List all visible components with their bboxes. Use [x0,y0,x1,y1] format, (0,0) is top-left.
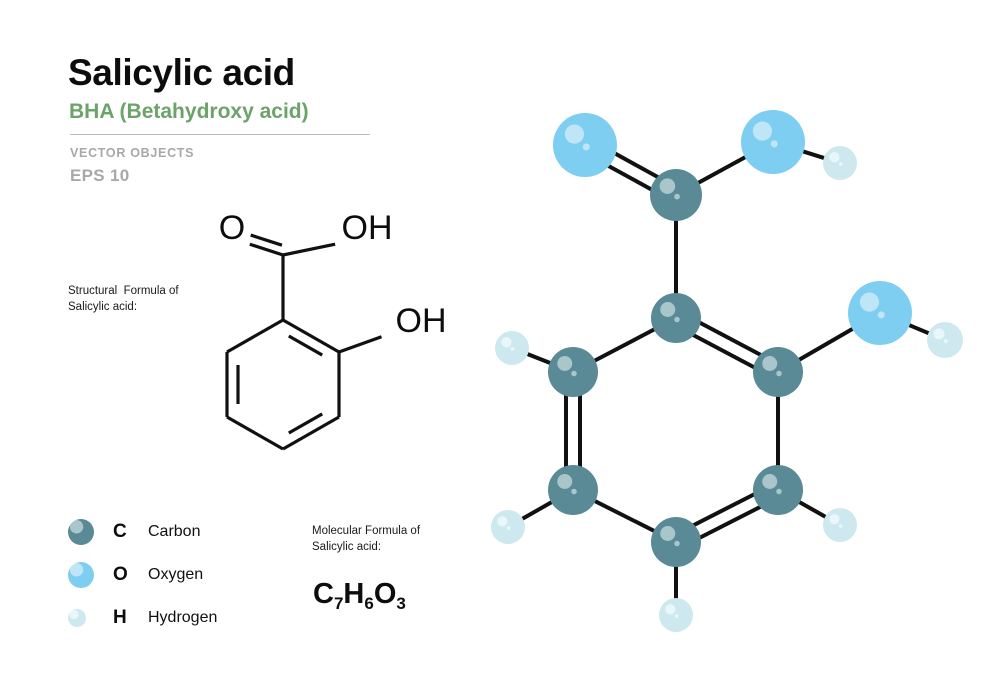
phenol-hydrogen-highlight-dot [943,339,948,344]
carbonyl-oxygen-atom[interactable] [553,113,617,177]
legend-symbol-carbon: C [113,520,127,542]
ring-hydrogen-c3-atom[interactable] [823,508,857,542]
ring-carbon-c1-highlight [660,302,676,317]
ring-carbon-c3-highlight-dot [776,488,782,495]
ring-carbon-c5-atom[interactable] [548,465,598,515]
ring-hydrogen-c5-atom[interactable] [491,510,525,544]
bond-carboxyl-double-b [250,233,283,247]
legend-label-carbon: Carbon [148,522,201,540]
legend-label-hydrogen: Hydrogen [148,608,218,626]
molecular-formula: C7H6O3 [313,578,406,613]
bond-c2-o3 [791,323,861,366]
ring-carbon-c3-atom[interactable] [753,465,803,515]
hydroxyl-oxygen-highlight [752,121,773,141]
ring-hydrogen-c4-atom[interactable] [659,598,693,632]
carboxyl-carbon-highlight-dot [674,193,680,200]
bond-c7-o2 [690,151,753,189]
ring-carbon-c6-atom[interactable] [548,347,598,397]
ring-inner-bond-1 [287,334,324,357]
ring-hydrogen-c5-highlight [497,516,508,527]
carboxyl-carbon-atom[interactable] [650,169,702,221]
carboxyl-carbon-highlight [659,178,676,194]
page-title: Salicylic acid [68,52,295,93]
bond-c4-c5 [587,495,662,537]
ring-carbon-c2-highlight [762,356,778,371]
eps-version-label: EPS 10 [70,166,130,185]
bond-ring-to-phenol-oh [338,335,383,354]
ring-hydrogen-c3-highlight-dot [838,524,843,528]
formula-element-h: H [343,578,365,610]
bond-c6-c1 [587,324,662,366]
hydroxyl-oxygen-highlight-dot [770,140,778,148]
phenol-hydrogen-highlight [933,328,945,340]
hydroxyl-hydrogen-highlight [829,152,840,163]
ring-carbon-c3-highlight [762,474,778,489]
page-subtitle: BHA (Betahydroxy acid) [69,100,309,123]
ring-carbon-c2-highlight-dot [776,370,782,377]
bond-c7-o1-line-1 [608,148,665,182]
phenol-oxygen-highlight-dot [877,311,885,319]
ring-hydrogen-c5-highlight-dot [506,526,511,530]
carbon-atom-swatch-icon [68,518,94,545]
phenol-oxygen-atom[interactable] [848,281,912,345]
ring-carbon-c4-highlight-dot [674,540,680,547]
ring-carbon-c1-highlight-dot [674,316,680,323]
bond-c1-c2-line-1 [686,330,761,372]
bond-c3-c4-line-1 [687,489,761,530]
formula-element-c: C [313,578,334,610]
bond-c7-o1-line-2 [601,160,658,195]
ring-carbon-c4-atom[interactable] [651,517,701,567]
ring-carbon-c5-highlight-dot [571,488,577,495]
ring-bond-0 [282,318,340,354]
ring-bond-2 [282,415,340,451]
header-divider [70,134,370,135]
vector-objects-label: VECTOR OBJECTS [70,146,195,160]
oxygen-atom-swatch-icon [68,561,94,588]
ring-carbon-c6-highlight-dot [571,370,577,377]
legend-label-oxygen: Oxygen [148,565,204,583]
ring-carbon-c5-highlight [557,474,573,489]
ring-hydrogen-c6-highlight-dot [510,347,515,351]
hydroxyl-hydrogen-highlight-dot [838,162,843,166]
ring-hydrogen-c4-highlight [665,604,676,615]
ring-carbon-c2-atom[interactable] [753,347,803,397]
formula-count-h: 6 [364,594,374,613]
structural-label-phenol-oh: OH [396,302,447,340]
ring-hydrogen-c3-highlight [829,514,840,525]
structural-label-carboxyl-oh: OH [342,209,393,247]
structural-label-carbonyl-o: O [219,209,245,247]
ring-carbon-c6-highlight [557,356,573,371]
hydroxyl-oxygen-atom[interactable] [741,110,805,174]
formula-element-o: O [373,578,397,610]
legend-symbol-hydrogen: H [113,606,127,628]
ring-hydrogen-c6-highlight [501,337,512,348]
ring-bond-3 [226,415,284,451]
ring-bond-5 [226,318,284,354]
phenol-hydrogen-atom[interactable] [927,322,963,358]
phenol-oxygen-highlight [859,292,880,312]
carbonyl-oxygen-highlight [564,124,585,144]
ring-hydrogen-c6-atom[interactable] [495,331,529,365]
hydroxyl-hydrogen-atom[interactable] [823,146,857,180]
formula-count-o: 3 [396,594,406,613]
ring-carbon-c1-atom[interactable] [651,293,701,343]
carbonyl-oxygen-highlight-dot [582,143,590,151]
ring-inner-bond-2 [287,412,324,435]
bond-c5-h4 [514,496,560,525]
formula-count-c: 7 [333,594,344,613]
hydrogen-atom-swatch-icon [68,608,86,627]
legend-symbol-oxygen: O [113,563,128,585]
ring-carbon-c4-highlight [660,526,676,541]
structural-formula-caption: Structural Formula of Salicylic acid: [68,285,179,313]
bond-c1-c2-line-2 [693,318,768,360]
bond-carboxyl-double-a [249,242,284,257]
molecular-formula-caption: Molecular Formula of Salicylic acid: [312,525,421,553]
ring-hydrogen-c4-highlight-dot [674,614,679,618]
bond-carboxyl-hydroxyl [282,242,336,257]
bond-c3-c4-line-2 [693,502,767,543]
